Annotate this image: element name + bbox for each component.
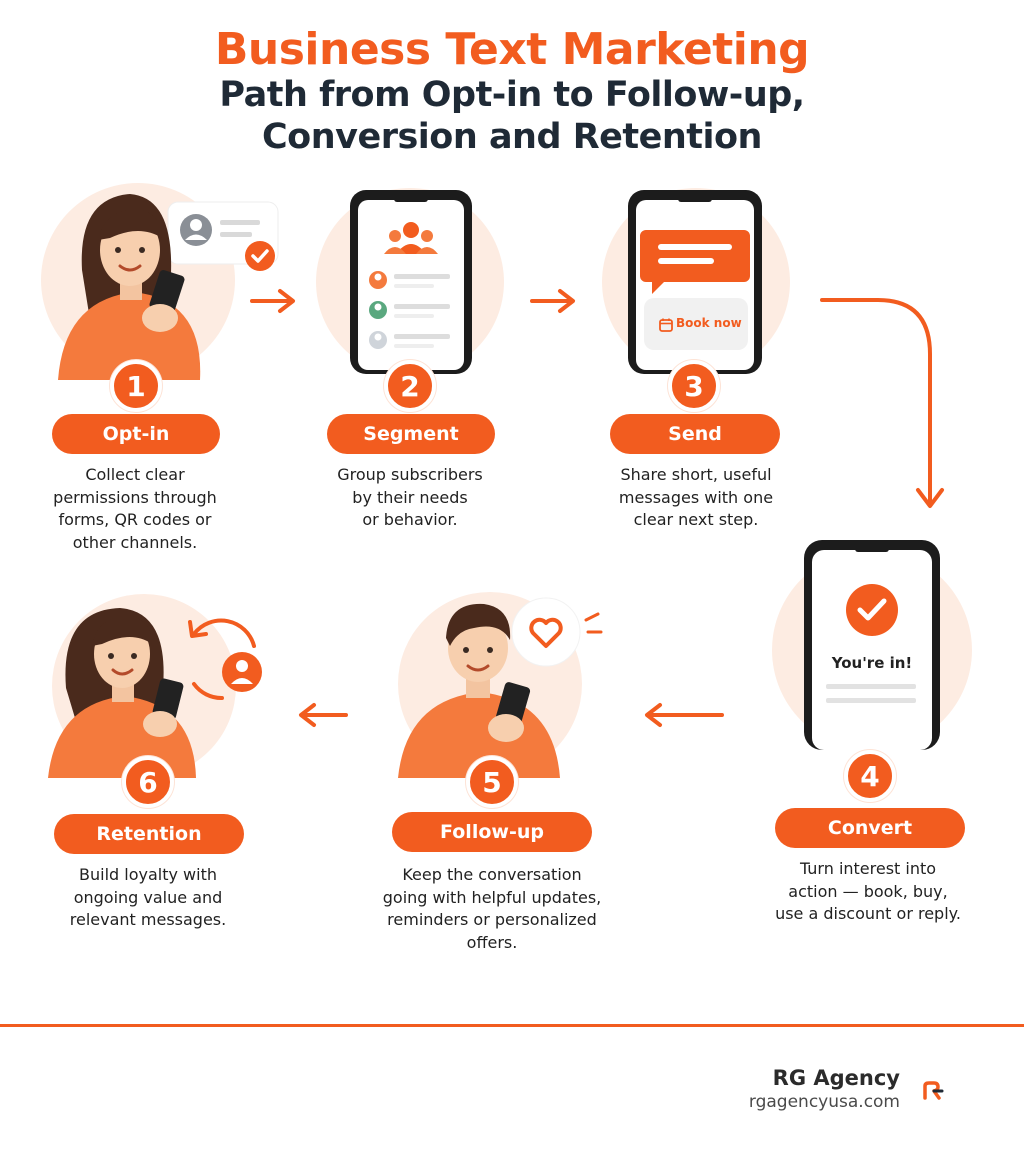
curved-arrow-down-icon <box>820 298 944 508</box>
arrow-left-icon <box>645 703 724 727</box>
heart-bubble-icon <box>511 597 603 667</box>
man-figure <box>398 603 560 778</box>
retention-illustration <box>48 594 262 778</box>
step-2-number: 2 <box>384 360 436 412</box>
step-6-description: Build loyalty with ongoing value and rel… <box>69 865 227 929</box>
step-3-number: 3 <box>668 360 720 412</box>
message-bubble-icon <box>640 230 750 294</box>
arrow-left-icon <box>299 703 348 727</box>
calendar-icon <box>659 318 673 332</box>
convert-illustration <box>772 540 972 750</box>
brand-name: RG Agency <box>772 1066 900 1090</box>
footer-divider <box>0 1024 1024 1027</box>
woman-figure <box>58 194 201 380</box>
rg-logo-icon <box>923 1081 944 1100</box>
step-6-label: Retention <box>54 814 244 854</box>
step-1-number: 1 <box>110 360 162 412</box>
website-link[interactable]: rgagencyusa.com <box>748 1092 900 1112</box>
step-5-description: Keep the conversation going with helpful… <box>382 865 602 952</box>
step-5-number: 5 <box>466 756 518 808</box>
send-illustration <box>602 188 790 376</box>
checkmark-icon <box>846 584 898 636</box>
title: Business Text Marketing <box>214 24 810 75</box>
footer-branding: RG Agency rgagencyusa.com <box>749 1066 900 1112</box>
refresh-user-icon <box>188 618 262 701</box>
step-1-description: Collect clear permissions through forms,… <box>53 465 217 552</box>
woman-figure <box>48 608 196 778</box>
youre-in-text: You're in! <box>831 654 913 672</box>
step-5-label: Follow-up <box>392 812 592 852</box>
check-badge-icon <box>245 241 275 271</box>
follow-up-illustration <box>398 592 603 778</box>
step-3-label: Send <box>610 414 780 454</box>
opt-in-illustration <box>41 183 279 380</box>
segment-illustration <box>316 188 504 376</box>
subtitle: Path from Opt-in to Follow-up, Conversio… <box>0 74 1024 158</box>
subtitle-line-2: Conversion and Retention <box>262 117 762 157</box>
step-6-number: 6 <box>122 756 174 808</box>
subscriber-list <box>369 271 450 349</box>
arrow-right-icon <box>250 289 295 313</box>
step-4-number: 4 <box>844 750 896 802</box>
step-4-label: Convert <box>775 808 965 848</box>
step-2-description: Group subscribers by their needs or beha… <box>337 465 483 529</box>
arrow-right-icon <box>530 289 575 313</box>
phone-icon <box>804 540 940 750</box>
subtitle-line-1: Path from Opt-in to Follow-up, <box>219 75 805 115</box>
step-3-description: Share short, useful messages with one cl… <box>618 465 774 529</box>
step-2-label: Segment <box>327 414 495 454</box>
book-now-button[interactable]: Book now <box>676 316 742 330</box>
group-icon <box>384 222 438 254</box>
step-1-label: Opt-in <box>52 414 220 454</box>
step-4-description: Turn interest into action — book, buy, u… <box>775 859 961 923</box>
